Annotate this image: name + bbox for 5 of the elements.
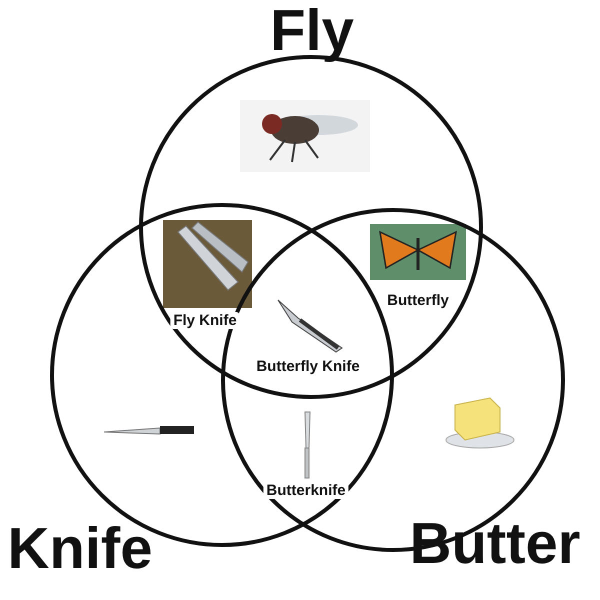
set-label: Butter	[410, 515, 580, 573]
set-label: Knife	[8, 520, 152, 578]
region-label: Butterknife	[263, 482, 349, 499]
set-label: Fly	[270, 2, 354, 60]
region-label: Fly Knife	[170, 312, 240, 329]
